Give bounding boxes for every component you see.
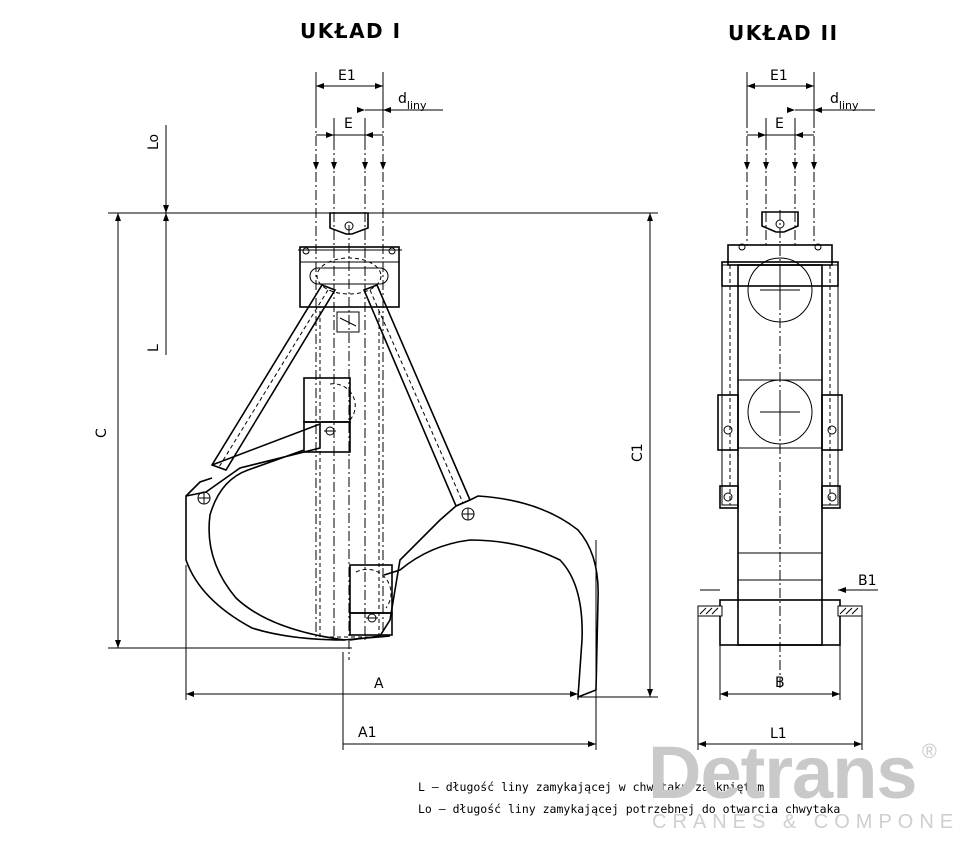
dim-e-right: E: [775, 116, 784, 132]
dim-l: L: [146, 344, 162, 352]
logo-tagline: CRANES & COMPONENTS: [652, 811, 960, 833]
dim-l1: L1: [770, 726, 787, 742]
logo-registered: ®: [922, 741, 937, 763]
title-uklad-2: UKŁAD II: [728, 21, 839, 45]
uklad-1-view: E1 E dliny Lo L C C1: [94, 68, 658, 750]
title-uklad-1: UKŁAD I: [300, 19, 402, 43]
dim-d-right: dliny: [830, 91, 859, 112]
dim-a: A: [374, 676, 384, 692]
detrans-logo: Detrans ® CRANES & COMPONENTS: [648, 731, 960, 833]
note-lo: Lo – długość liny zamykającej potrzebnej…: [418, 802, 840, 816]
logo-name: Detrans: [648, 731, 917, 814]
dim-e-left: E: [344, 116, 353, 132]
dim-c1: C1: [630, 443, 646, 462]
dim-lo: Lo: [146, 134, 162, 150]
dim-e1-left: E1: [338, 68, 356, 84]
dim-e1-right: E1: [770, 68, 788, 84]
note-l: L – długość liny zamykającej w chwytaku …: [418, 780, 764, 794]
dim-b: B: [775, 675, 785, 691]
dim-b1: B1: [858, 573, 877, 589]
uklad-2-view: E1 E dliny: [697, 68, 878, 750]
dim-d-left: dliny: [398, 91, 427, 112]
dim-c: C: [94, 428, 110, 438]
dim-a1: A1: [358, 725, 376, 741]
